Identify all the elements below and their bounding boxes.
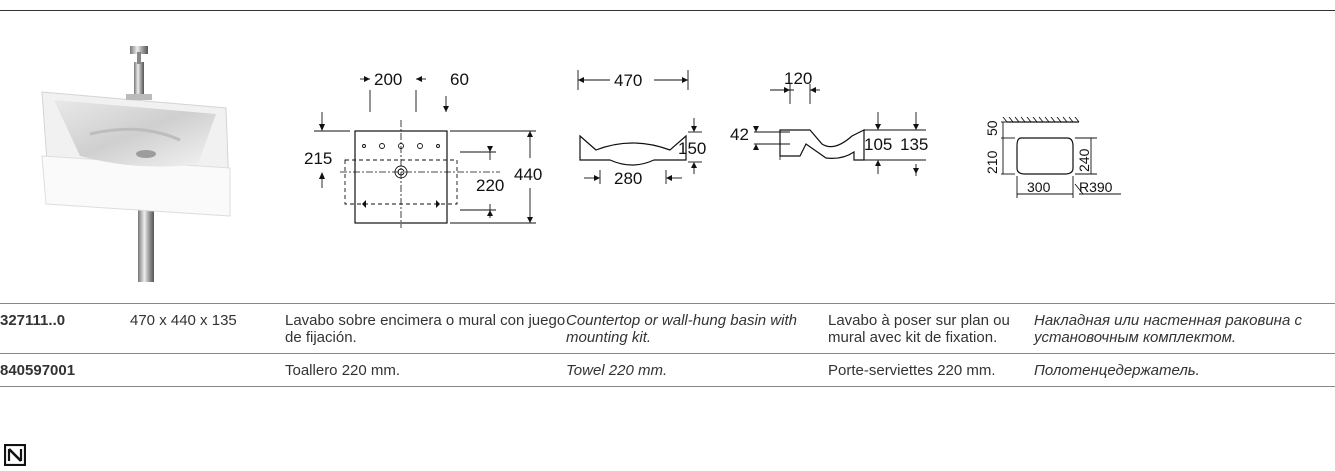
dim-150: 150: [678, 139, 706, 158]
dim-210: 210: [984, 150, 1000, 174]
desc-es: Toallero 220 mm.: [285, 362, 401, 379]
product-code: 840597001: [0, 362, 76, 379]
desc-en: Countertop or wall-hung basin with mount…: [566, 312, 797, 346]
table-row: 327111..0 470 x 440 x 135 Lavabo sobre e…: [0, 303, 1335, 354]
product-size: 470 x 440 x 135: [130, 312, 237, 329]
dim-135: 135: [900, 135, 928, 154]
dim-240: 240: [1076, 148, 1092, 172]
desc-ru: Полотенцедержатель.: [1034, 362, 1200, 379]
dim-470: 470: [614, 71, 642, 90]
spec-table: 327111..0 470 x 440 x 135 Lavabo sobre e…: [0, 303, 1335, 387]
dim-215: 215: [304, 149, 332, 168]
front-elevation-drawing: 200 60 215 220 440: [304, 70, 542, 228]
dim-42: 42: [730, 125, 749, 144]
desc-es: Lavabo sobre encimera o mural con juego …: [285, 312, 566, 346]
dim-220: 220: [476, 176, 504, 195]
dim-120: 120: [784, 69, 812, 88]
dim-r390: R390: [1079, 179, 1113, 195]
dim-105: 105: [864, 135, 892, 154]
n-square-icon: [4, 444, 26, 466]
dim-300: 300: [1027, 179, 1051, 195]
product-photo: [41, 46, 231, 282]
table-row: 840597001 Toallero 220 mm. Towel 220 mm.…: [0, 353, 1335, 387]
desc-fr: Lavabo à poser sur plan ou mural avec ki…: [828, 312, 1010, 346]
dim-50: 50: [984, 120, 1000, 136]
top-view-drawing: 470 150 280: [577, 70, 706, 186]
dim-280: 280: [614, 169, 642, 186]
side-section-drawing: 120 42 105 135: [730, 69, 928, 176]
desc-en: Towel 220 mm.: [566, 362, 668, 379]
dim-60: 60: [450, 70, 469, 89]
top-rule: [0, 10, 1335, 11]
dim-440: 440: [514, 165, 542, 184]
desc-ru: Накладная или настенная раковина с устан…: [1034, 312, 1302, 346]
desc-fr: Porte-serviettes 220 mm.: [828, 362, 996, 379]
product-size: [130, 354, 285, 387]
product-code: 327111..0: [0, 312, 66, 329]
dim-200: 200: [374, 70, 402, 89]
wall-plan-drawing: 50 210 240 300 R390: [984, 116, 1121, 198]
